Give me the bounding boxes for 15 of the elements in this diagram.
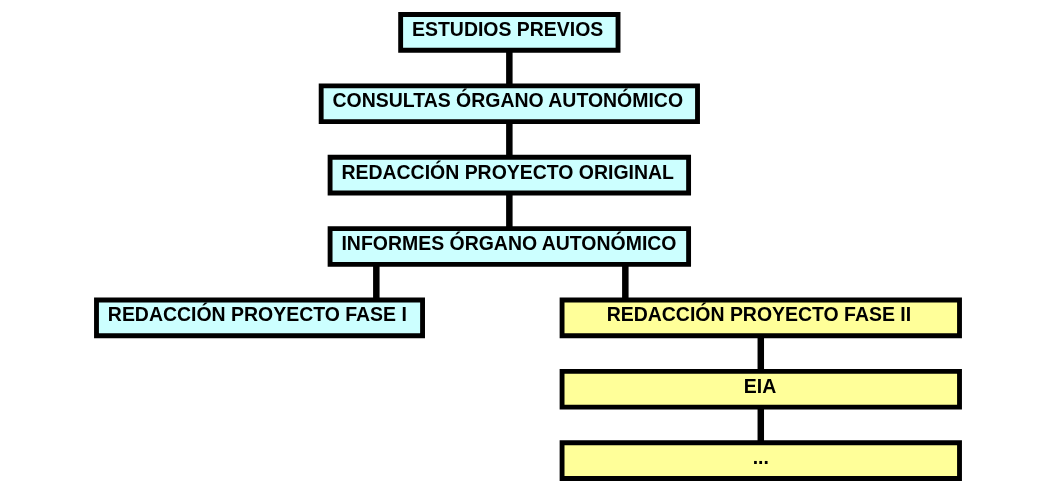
node-box: ... — [559, 440, 962, 481]
node-box: REDACCIÓN PROYECTO FASE I — [93, 297, 425, 339]
node-box: EIA — [559, 368, 962, 410]
node-box: REDACCIÓN PROYECTO ORIGINAL — [327, 154, 691, 196]
connector — [372, 264, 380, 300]
node-box: REDACCIÓN PROYECTO FASE II — [559, 297, 962, 339]
connector — [757, 335, 764, 371]
node-box: CONSULTAS ÓRGANO AUTONÓMICO — [318, 83, 700, 125]
node-box: INFORMES ÓRGANO AUTONÓMICO — [327, 226, 691, 267]
connector — [505, 50, 513, 86]
connector — [505, 193, 513, 229]
connector — [505, 121, 513, 157]
connector — [621, 264, 629, 300]
connector — [757, 407, 764, 443]
node-box: ESTUDIOS PREVIOS — [397, 12, 620, 53]
